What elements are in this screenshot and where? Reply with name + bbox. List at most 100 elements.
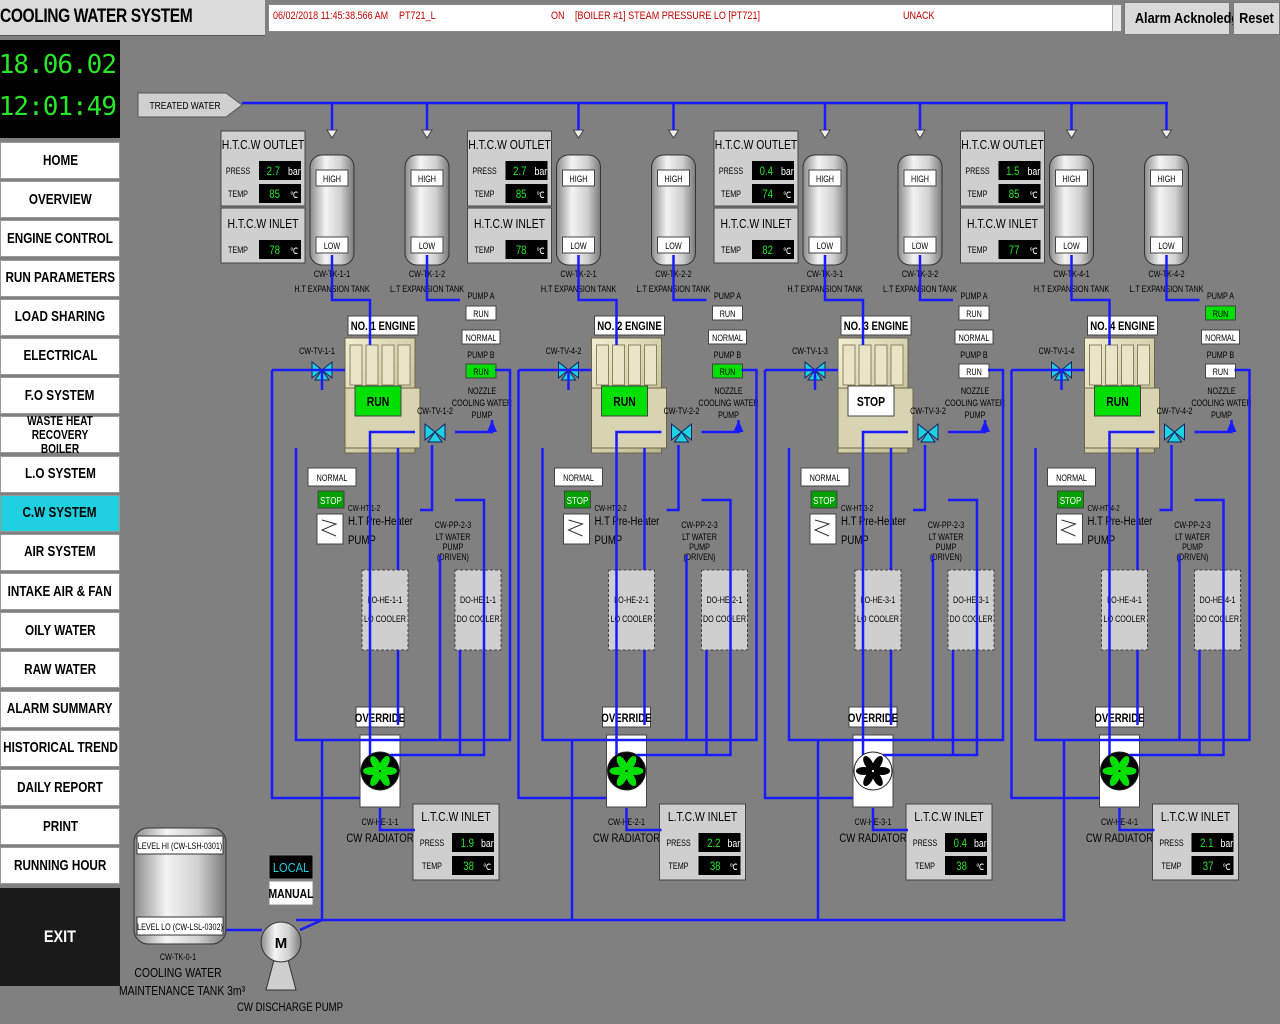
pipe: [330, 255, 372, 345]
preheater-icon[interactable]: [809, 513, 837, 545]
radiator-fan-icon[interactable]: [853, 751, 893, 791]
nav-item-oily-water[interactable]: OILY WATER: [0, 612, 120, 650]
reset-button[interactable]: Reset: [1233, 2, 1280, 35]
pipe: [1129, 498, 1225, 757]
alarm-banner[interactable]: 06/02/2018 11:45:38.566 AM PT721_L ON [B…: [268, 4, 1122, 32]
nozzle-pump-mode[interactable]: [708, 329, 747, 345]
three-way-valve-icon[interactable]: [917, 422, 929, 442]
cooler[interactable]: [1194, 569, 1241, 651]
three-way-valve-icon[interactable]: [1166, 431, 1183, 443]
nav-item-engine-control[interactable]: ENGINE CONTROL: [0, 220, 120, 258]
discharge-pump-motor[interactable]: [260, 921, 302, 991]
nav-item-raw-water[interactable]: RAW WATER: [0, 651, 120, 689]
pump-a-status[interactable]: [958, 305, 990, 321]
nav-item-f-o-system[interactable]: F.O SYSTEM: [0, 377, 120, 415]
override-button[interactable]: [355, 706, 405, 728]
engine-status-indicator[interactable]: [1094, 385, 1141, 417]
outlet-temp-display: [505, 184, 548, 203]
cooler[interactable]: [947, 569, 995, 651]
heater-status[interactable]: [564, 490, 591, 509]
heater-mode[interactable]: [307, 467, 357, 487]
nav-item-run-parameters[interactable]: RUN PARAMETERS: [0, 259, 120, 297]
pump-a-status-label: RUN: [1213, 309, 1229, 319]
pump-a-status[interactable]: [465, 305, 497, 321]
three-way-valve-icon[interactable]: [680, 422, 692, 442]
engine-loop-left-pipe: [1010, 370, 1100, 800]
nozzle-pump-label: PUMP: [1211, 410, 1232, 420]
heater-status[interactable]: [810, 490, 838, 509]
radiator-fan-icon[interactable]: [1100, 751, 1139, 791]
maintenance-tank[interactable]: [133, 827, 227, 945]
engine-status-indicator[interactable]: [601, 385, 648, 417]
pump-a-status[interactable]: [712, 305, 743, 321]
override-button[interactable]: [602, 706, 651, 728]
radiator-fan-icon[interactable]: [360, 751, 400, 791]
heater-status[interactable]: [1057, 490, 1084, 509]
nav-item-intake-air-fan[interactable]: INTAKE AIR & FAN: [0, 573, 120, 611]
alarm-scrollbar[interactable]: [1112, 5, 1121, 31]
inlet-valve-icon[interactable]: [1160, 129, 1173, 139]
nozzle-pump-mode[interactable]: [954, 329, 994, 345]
nav-item-alarm-summary[interactable]: ALARM SUMMARY: [0, 690, 120, 728]
inlet-valve-icon[interactable]: [914, 129, 926, 139]
nav-item-load-sharing[interactable]: LOAD SHARING: [0, 298, 120, 336]
radiator-fan-icon[interactable]: [607, 751, 646, 791]
three-way-valve-icon[interactable]: [673, 431, 690, 443]
pipe: [636, 498, 732, 757]
lt-press-value: 0.4: [954, 837, 967, 850]
engine-status-indicator[interactable]: [847, 385, 895, 417]
nav-item-l-o-system[interactable]: L.O SYSTEM: [0, 455, 120, 493]
nav-item-c-w-system[interactable]: C.W SYSTEM: [0, 494, 120, 532]
preheater-icon[interactable]: [316, 513, 344, 545]
inlet-valve-icon[interactable]: [819, 129, 831, 139]
engine-status-indicator[interactable]: [354, 385, 402, 417]
nav-item-waste-heat-recovery-boiler[interactable]: WASTE HEAT RECOVERY BOILER: [0, 413, 120, 455]
fan-blade-icon: [863, 755, 874, 771]
nav-item-print[interactable]: PRINT: [0, 808, 120, 846]
three-way-valve-icon[interactable]: [1164, 422, 1176, 442]
return-header-pipe: [296, 740, 1066, 922]
three-way-valve-icon[interactable]: [927, 422, 939, 442]
nozzle-pump-mode[interactable]: [461, 329, 501, 345]
nozzle-pump-mode[interactable]: [1201, 329, 1240, 345]
inlet-valve-icon[interactable]: [421, 129, 433, 139]
three-way-valve-icon[interactable]: [424, 422, 436, 442]
nav-item-daily-report[interactable]: DAILY REPORT: [0, 769, 120, 806]
manual-indicator[interactable]: [268, 880, 314, 906]
preheater-icon[interactable]: [563, 513, 590, 545]
nav-item-home[interactable]: HOME: [0, 142, 120, 179]
override-button[interactable]: [848, 706, 898, 728]
low-label: LOW: [419, 241, 436, 251]
inlet-valve-icon[interactable]: [1065, 129, 1078, 139]
preheater-icon[interactable]: [1056, 513, 1083, 545]
nav-item-electrical[interactable]: ELECTRICAL: [0, 337, 120, 375]
nav-item-running-hour[interactable]: RUNNING HOUR: [0, 847, 120, 885]
nav-item-historical-trend[interactable]: HISTORICAL TREND: [0, 729, 120, 767]
nav-item-overview[interactable]: OVERVIEW: [0, 181, 120, 219]
cylinder-head: [1121, 344, 1134, 386]
three-way-valve-icon[interactable]: [434, 422, 446, 442]
heater-status[interactable]: [317, 490, 345, 509]
local-indicator[interactable]: [268, 854, 314, 880]
clock-date: 2018.06.02: [0, 50, 117, 80]
override-button[interactable]: [1095, 706, 1144, 728]
three-way-valve-icon[interactable]: [671, 422, 683, 442]
cooler[interactable]: [454, 569, 502, 651]
cooler[interactable]: [701, 569, 748, 651]
inlet-valve-icon[interactable]: [326, 129, 338, 139]
inlet-valve-icon[interactable]: [572, 129, 585, 139]
heater-mode[interactable]: [1047, 467, 1096, 487]
heater-mode[interactable]: [554, 467, 603, 487]
pipe: [913, 445, 927, 512]
engine-loop-left-pipe: [270, 370, 360, 800]
nav-item-air-system[interactable]: AIR SYSTEM: [0, 533, 120, 571]
exit-button[interactable]: EXIT: [0, 888, 120, 986]
inlet-valve-icon[interactable]: [667, 129, 680, 139]
three-way-valve-icon[interactable]: [427, 431, 443, 443]
heater-mode[interactable]: [800, 467, 850, 487]
alarm-acknowledge-button[interactable]: Alarm Acknoledge: [1124, 2, 1246, 35]
pump-a-status[interactable]: [1205, 305, 1236, 321]
three-way-valve-icon[interactable]: [920, 431, 936, 443]
three-way-valve-icon[interactable]: [1173, 422, 1185, 442]
